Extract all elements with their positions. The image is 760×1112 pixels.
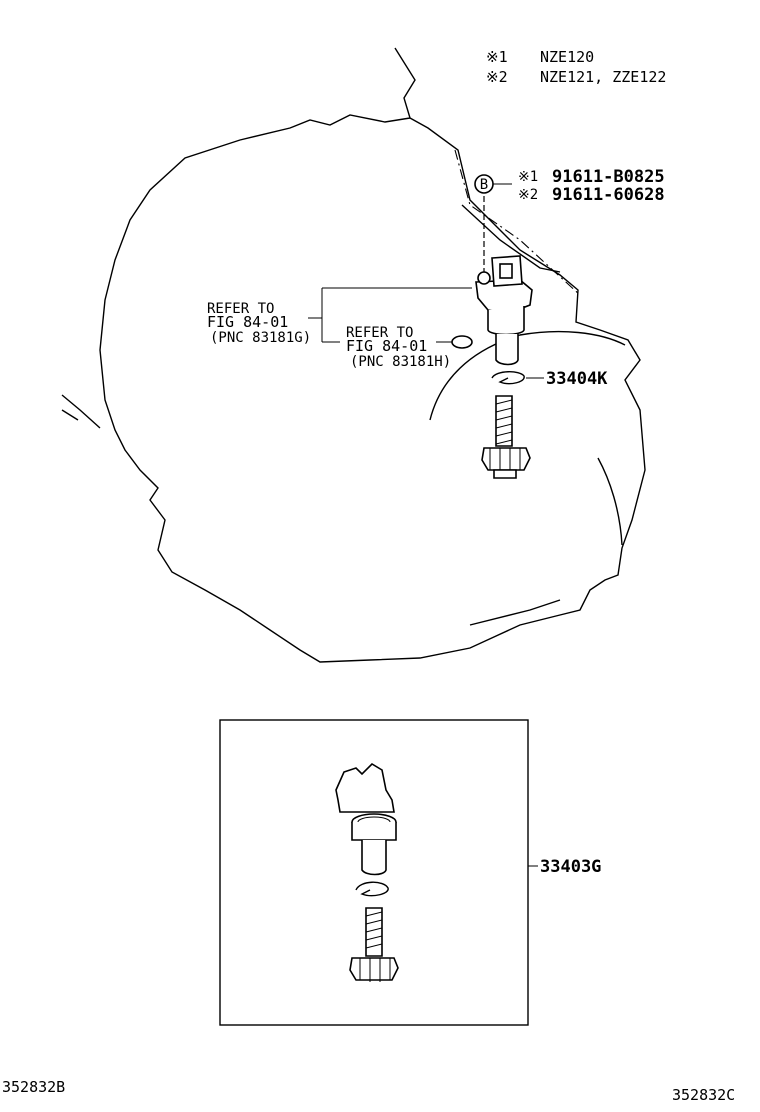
bolt-circle-label: B <box>480 177 488 193</box>
kit-box <box>219 719 529 1026</box>
kit-sensor-icon <box>335 762 397 876</box>
bolt-part-1: 91611-B0825 <box>552 167 665 187</box>
refer-1-line3: (PNC 83181G) <box>210 330 311 346</box>
legend-mark-2: ※2 <box>486 68 508 86</box>
speed-sensor-assembly <box>475 196 533 366</box>
part-33404k-label: 33404K <box>546 369 608 389</box>
clip-icon <box>491 371 525 385</box>
legend-value-1: NZE120 <box>540 48 594 66</box>
refer-1-line2: FIG 84-01 <box>207 313 288 331</box>
kit-gear-icon <box>349 907 399 982</box>
legend-value-2: NZE121, ZZE122 <box>540 68 666 86</box>
bolt-mark-2: ※2 <box>518 187 538 203</box>
legend-mark-1: ※1 <box>486 48 508 66</box>
o-ring-icon <box>451 335 473 349</box>
refer-1-line1: REFER TO <box>207 301 274 317</box>
footer-right-id: 352832C <box>672 1086 735 1104</box>
bolt-part-2: 91611-60628 <box>552 185 665 205</box>
footer-left-id: 352832B <box>2 1078 65 1096</box>
bolt-mark-1: ※1 <box>518 169 538 185</box>
driven-gear-icon <box>481 395 531 479</box>
transmission-housing-outline <box>61 47 646 663</box>
refer-2-line2: FIG 84-01 <box>346 337 427 355</box>
kit-clip-icon <box>355 881 389 897</box>
refer-2-line3: (PNC 83181H) <box>350 354 451 370</box>
refer-bracket-lines <box>308 287 472 343</box>
refer-2-line1: REFER TO <box>346 325 413 341</box>
part-33403g-label: 33403G <box>540 857 601 877</box>
